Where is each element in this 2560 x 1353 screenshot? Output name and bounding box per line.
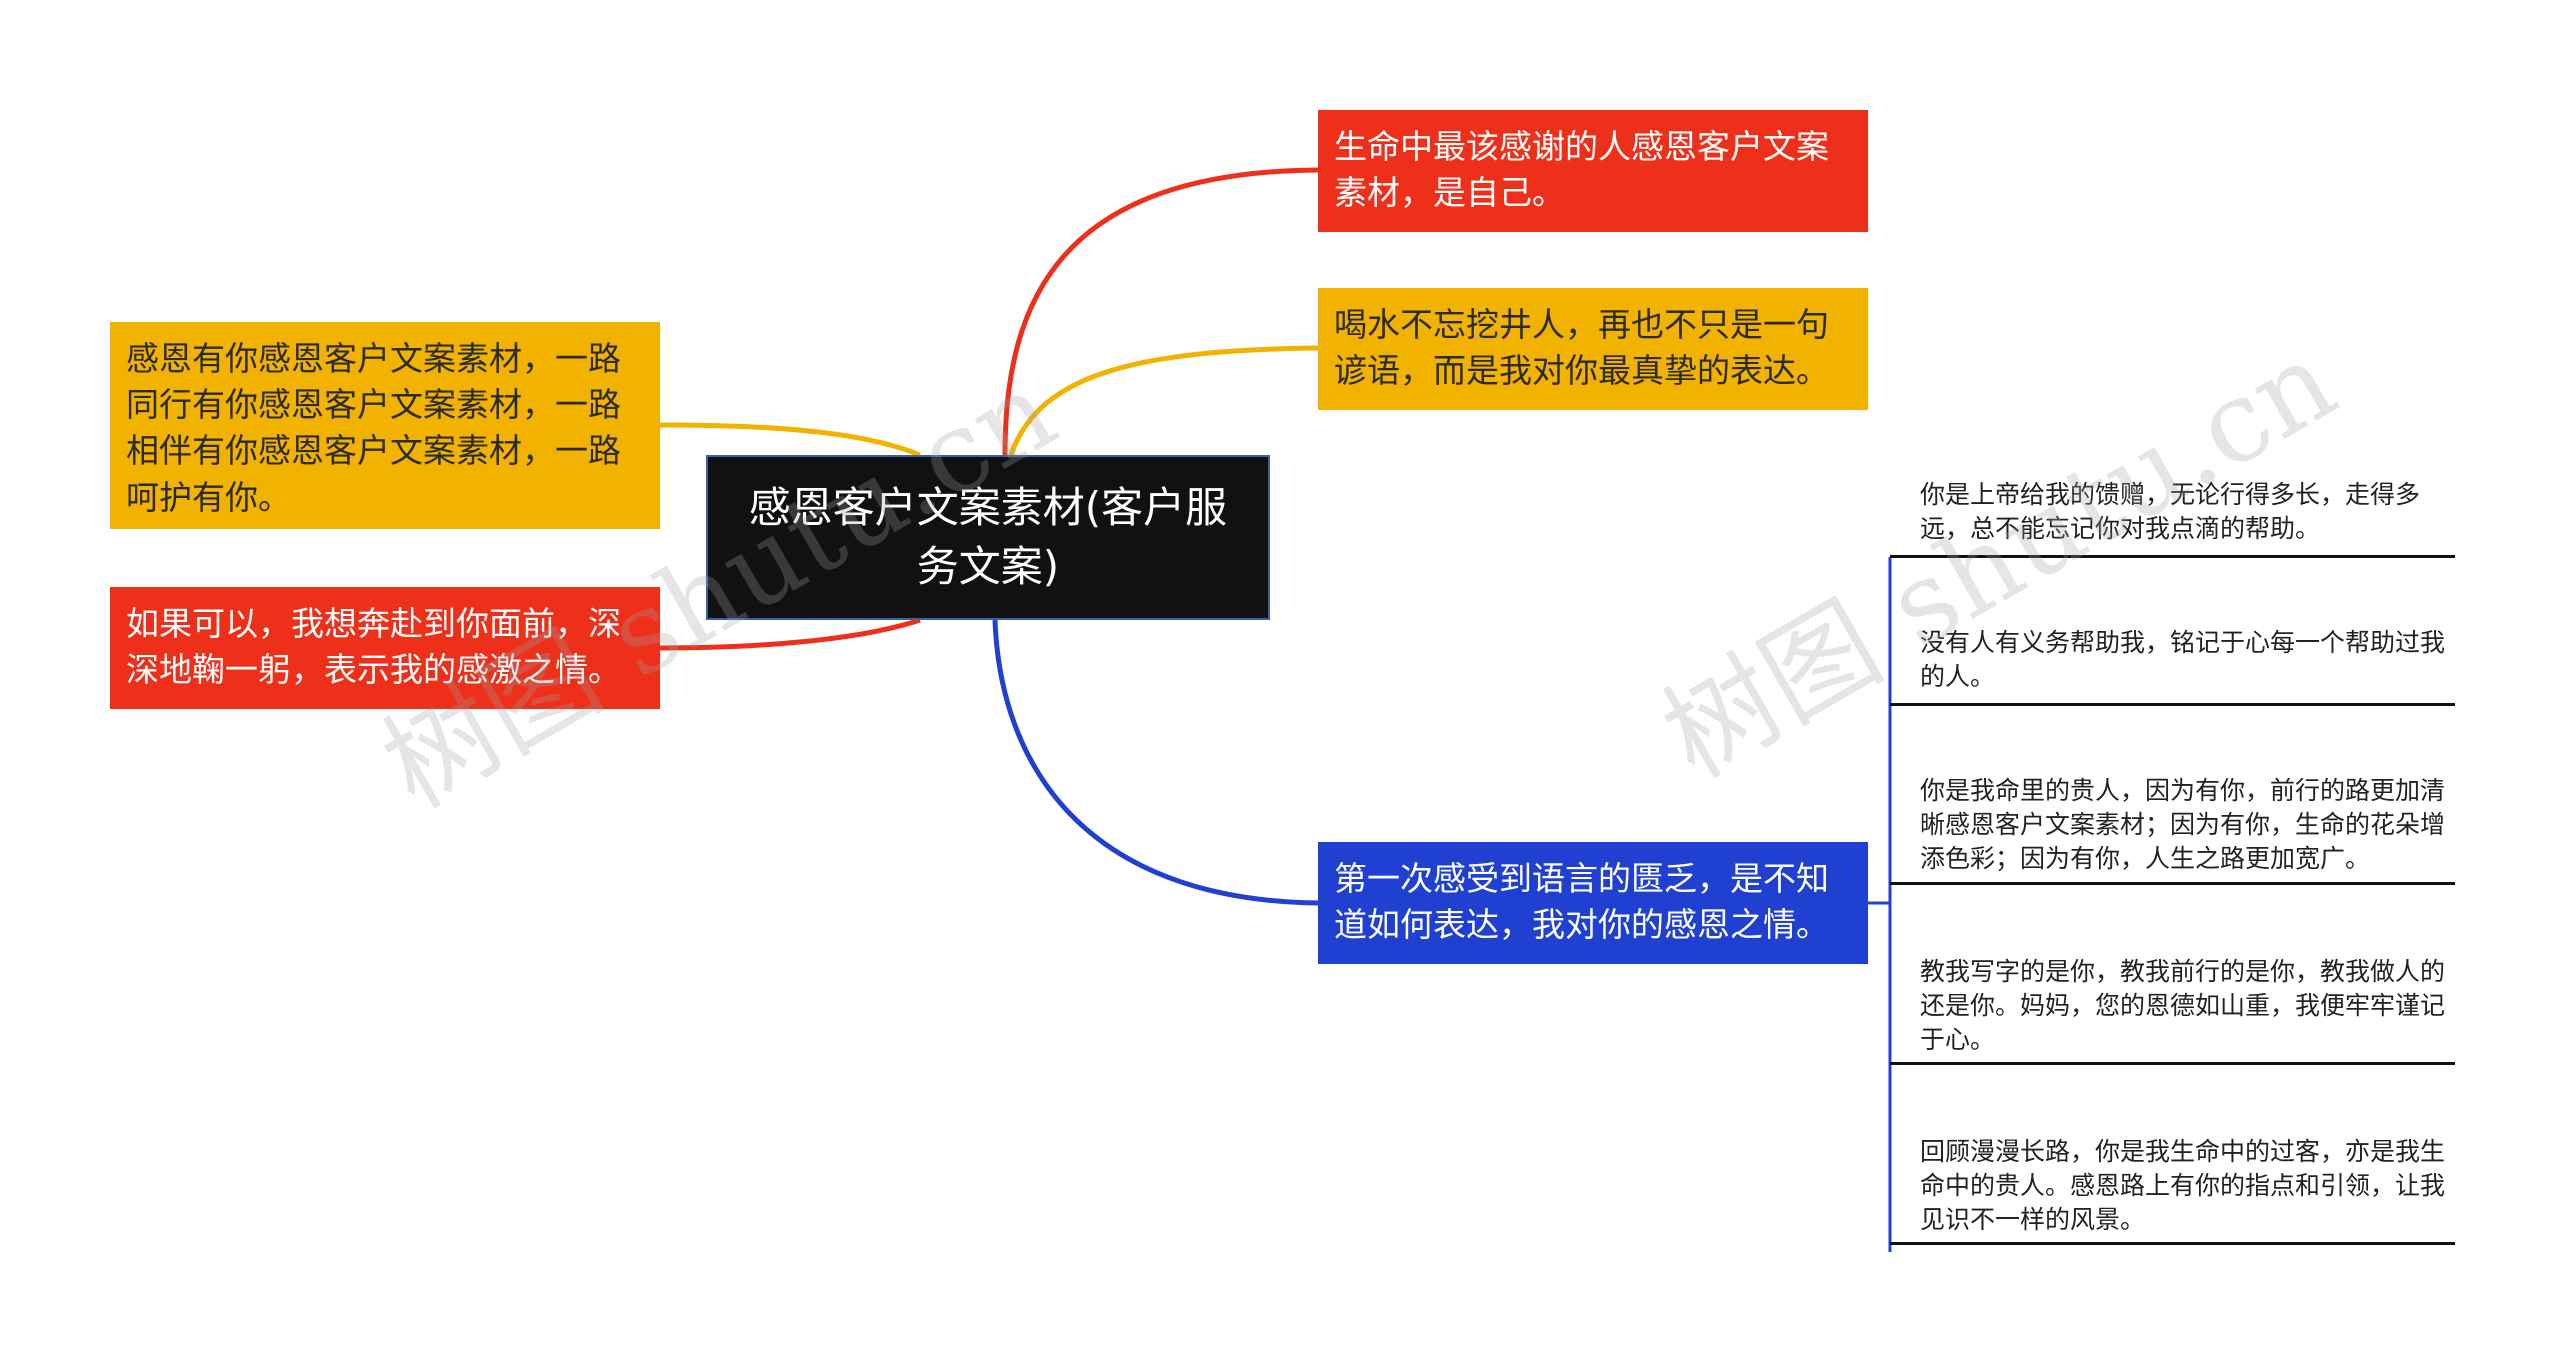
branch-node-text: 感恩有你感恩客户文案素材，一路同行有你感恩客户文案素材，一路相伴有你感恩客户文案…: [126, 339, 621, 517]
leaf-underline: [1890, 703, 2455, 706]
branch-node-text: 生命中最该感谢的人感恩客户文案素材，是自己。: [1334, 127, 1829, 213]
leaf-underline: [1890, 882, 2455, 885]
connector-right-1: [1002, 167, 1319, 456]
branch-node-left-1[interactable]: 感恩有你感恩客户文案素材，一路同行有你感恩客户文案素材，一路相伴有你感恩客户文案…: [110, 322, 660, 529]
leaf-underline: [1890, 1062, 2455, 1065]
connector-right-2: [1007, 345, 1319, 459]
leaf-node-2[interactable]: 没有人有义务帮助我，铭记于心每一个帮助过我的人。: [1898, 626, 2458, 694]
branch-node-text: 喝水不忘挖井人，再也不只是一句谚语，而是我对你最真挚的表达。: [1334, 305, 1829, 391]
branch-node-text: 第一次感受到语言的匮乏，是不知道如何表达，我对你的感恩之情。: [1334, 859, 1829, 945]
branch-node-right-2[interactable]: 喝水不忘挖井人，再也不只是一句谚语，而是我对你最真挚的表达。: [1318, 288, 1868, 410]
branch-node-right-1[interactable]: 生命中最该感谢的人感恩客户文案素材，是自己。: [1318, 110, 1868, 232]
leaf-node-text: 你是我命里的贵人，因为有你，前行的路更加清晰感恩客户文案素材；因为有你，生命的花…: [1920, 776, 2446, 873]
branch-node-text: 如果可以，我想奔赴到你面前，深深地鞠一躬，表示我的感激之情。: [126, 604, 621, 690]
leaf-node-1[interactable]: 你是上帝给我的馈赠，无论行得多长，走得多远，总不能忘记你对我点滴的帮助。: [1898, 478, 2458, 546]
branch-node-left-2[interactable]: 如果可以，我想奔赴到你面前，深深地鞠一躬，表示我的感激之情。: [110, 587, 660, 709]
connector-left-2: [659, 617, 921, 651]
leaf-underline: [1890, 1242, 2455, 1245]
leaf-node-text: 你是上帝给我的馈赠，无论行得多长，走得多远，总不能忘记你对我点滴的帮助。: [1920, 480, 2421, 543]
root-node[interactable]: 感恩客户文案素材(客户服务文案): [706, 455, 1270, 620]
leaf-node-3[interactable]: 你是我命里的贵人，因为有你，前行的路更加清晰感恩客户文案素材；因为有你，生命的花…: [1898, 774, 2458, 876]
leaf-node-text: 回顾漫漫长路，你是我生命中的过客，亦是我生命中的贵人。感恩路上有你的指点和引领，…: [1920, 1137, 2446, 1234]
leaf-underline: [1890, 555, 2455, 558]
leaf-node-4[interactable]: 教我写字的是你，教我前行的是你，教我做人的还是你。妈妈，您的恩德如山重，我便牢牢…: [1898, 955, 2458, 1057]
leaf-node-text: 教我写字的是你，教我前行的是你，教我做人的还是你。妈妈，您的恩德如山重，我便牢牢…: [1920, 957, 2446, 1054]
connector-left-1: [659, 422, 921, 458]
leaf-node-5[interactable]: 回顾漫漫长路，你是我生命中的过客，亦是我生命中的贵人。感恩路上有你的指点和引领，…: [1898, 1135, 2458, 1237]
root-node-text: 感恩客户文案素材(客户服务文案): [748, 482, 1228, 591]
connector-right-3: [992, 619, 1319, 906]
branch-node-right-3[interactable]: 第一次感受到语言的匮乏，是不知道如何表达，我对你的感恩之情。: [1318, 842, 1868, 964]
leaf-node-text: 没有人有义务帮助我，铭记于心每一个帮助过我的人。: [1920, 628, 2446, 691]
